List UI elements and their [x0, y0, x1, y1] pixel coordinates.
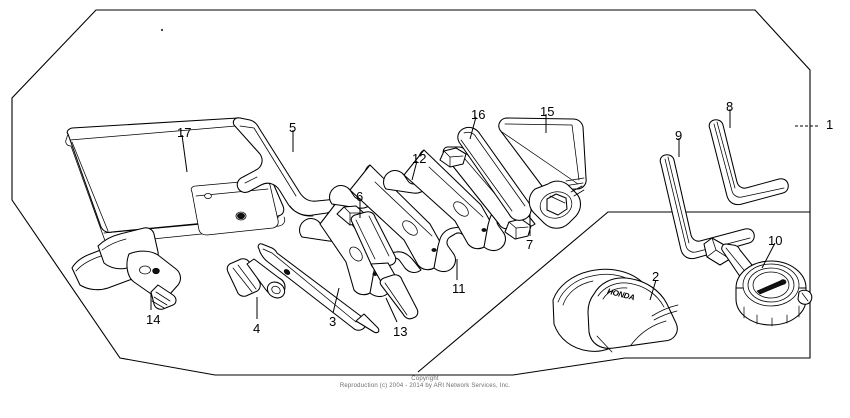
leader-line-10 — [761, 242, 776, 269]
copyright-line-1: Copyright — [411, 376, 439, 382]
callout-number-14[interactable]: 14 — [146, 312, 161, 327]
leader-line-16 — [469, 116, 477, 140]
callout-number-5[interactable]: 5 — [289, 120, 297, 135]
callout-number-11[interactable]: 11 — [452, 281, 466, 296]
callout-number-2[interactable]: 2 — [652, 269, 660, 284]
leader-line-12 — [411, 160, 418, 181]
part-spark-plug-wrench — [336, 205, 419, 320]
part-tool-bag-honda — [552, 268, 679, 353]
callout-number-9[interactable]: 9 — [675, 128, 683, 143]
callout-number-1[interactable]: 1 — [826, 117, 834, 132]
leader-line-17 — [181, 134, 188, 173]
part-hex-wrench-6mm — [659, 154, 755, 260]
part-pliers — [71, 227, 181, 310]
leader-line-2 — [649, 279, 657, 301]
copyright-line-2: Reproduction (c) 2004 - 2014 by ARI Netw… — [339, 383, 511, 389]
part-box-wrench — [439, 146, 532, 240]
diagram-outer-boundary — [11, 9, 811, 376]
speck-mark — [160, 28, 164, 32]
callout-number-8[interactable]: 8 — [726, 99, 734, 114]
part-combination-wrench — [498, 117, 587, 229]
callout-number-7[interactable]: 7 — [526, 237, 534, 252]
leader-line-3 — [332, 287, 340, 314]
callout-leader-lines — [150, 109, 820, 323]
callout-number-6[interactable]: 6 — [356, 189, 364, 204]
callout-number-10[interactable]: 10 — [768, 233, 783, 248]
callout-number-13[interactable]: 13 — [393, 324, 408, 339]
part-hex-wrench-5mm — [708, 119, 789, 206]
part-hook-spanner — [232, 117, 335, 217]
callout-number-4[interactable]: 4 — [253, 321, 261, 336]
inner-region-divider — [417, 211, 810, 373]
callout-number-17[interactable]: 17 — [177, 125, 192, 140]
callout-number-3[interactable]: 3 — [329, 314, 337, 329]
callout-number-15[interactable]: 15 — [540, 104, 555, 119]
leader-line-13 — [385, 297, 398, 323]
copyright-notice: Copyright Reproduction (c) 2004 - 2014 b… — [0, 376, 850, 390]
part-tire-pressure-gauge — [703, 237, 813, 327]
callout-number-12[interactable]: 12 — [412, 151, 427, 166]
part-screwdriver-shaft — [257, 243, 380, 334]
callout-number-16[interactable]: 16 — [471, 107, 486, 122]
part-screwdriver-handle — [226, 258, 286, 299]
